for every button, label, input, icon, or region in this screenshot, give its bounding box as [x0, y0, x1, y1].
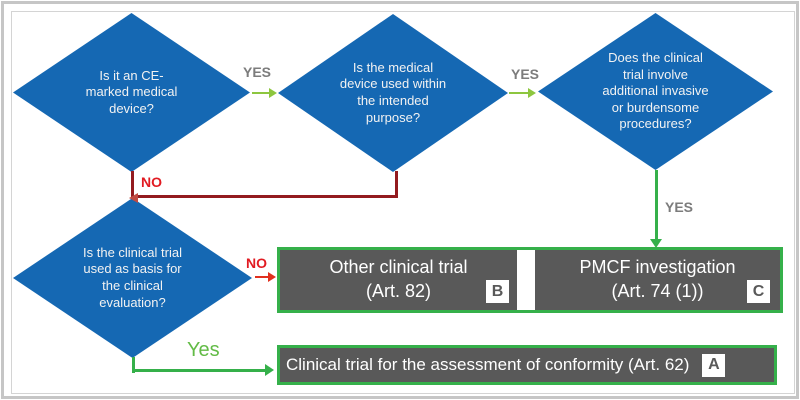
- edge-label-yes-2: YES: [511, 66, 540, 82]
- arrowhead-left-icon: [129, 193, 138, 203]
- outcome-article: (Art. 74 (1)): [611, 281, 704, 301]
- outcome-title: Clinical trial for the assessment of con…: [286, 355, 690, 374]
- arrowhead-right-icon: [265, 364, 274, 376]
- badge-b: B: [486, 280, 509, 303]
- edge-label-yes-1: YES: [243, 64, 272, 80]
- outcome-conformity-assessment: Clinical trial for the assessment of con…: [277, 345, 777, 385]
- connector-no-d1-vertical: [131, 171, 134, 198]
- decision-question: Is the clinical trial used as basis for …: [83, 244, 182, 310]
- connector-yes-d4-horizontal: [132, 369, 267, 372]
- outcome-box-b-c: Other clinical trial (Art. 82) B PMCF in…: [277, 247, 783, 313]
- decision-question: Is it an CE-marked medical device?: [85, 67, 178, 116]
- decision-question: Does the clinical trial involve addition…: [602, 49, 709, 132]
- outcome-title: Other clinical trial: [329, 257, 468, 278]
- outcome-pmcf-investigation: PMCF investigation (Art. 74 (1)) C: [535, 250, 780, 310]
- arrowhead-right-icon: [528, 88, 536, 98]
- edge-label-no-1: NO: [141, 174, 162, 190]
- edge-label-no-2: NO: [246, 255, 267, 271]
- connector-no-d2-vertical: [395, 171, 398, 198]
- connector-no-horizontal: [137, 195, 398, 198]
- arrowhead-right-icon: [268, 272, 276, 282]
- badge-c: C: [747, 280, 770, 303]
- box-divider: [517, 250, 535, 310]
- arrowhead-right-icon: [269, 88, 277, 98]
- arrow-no-d4-box: [255, 276, 269, 278]
- arrow-yes-d3-vertical: [655, 170, 658, 240]
- outcome-article: (Art. 82): [365, 281, 431, 301]
- badge-a: A: [702, 353, 726, 377]
- outcome-title: PMCF investigation: [579, 257, 736, 278]
- connector-yes-d4-vertical: [132, 357, 135, 373]
- edge-label-yes-3: YES: [665, 199, 694, 215]
- edge-label-yes-4: Yes: [187, 339, 220, 361]
- arrow-yes-d1-d2: [252, 92, 270, 94]
- arrowhead-down-icon: [650, 239, 662, 248]
- image-inner-border: [11, 11, 795, 394]
- arrow-yes-d2-d3: [509, 92, 529, 94]
- outcome-other-clinical-trial: Other clinical trial (Art. 82) B: [280, 250, 517, 310]
- decision-question: Is the medical device used within the in…: [339, 59, 447, 125]
